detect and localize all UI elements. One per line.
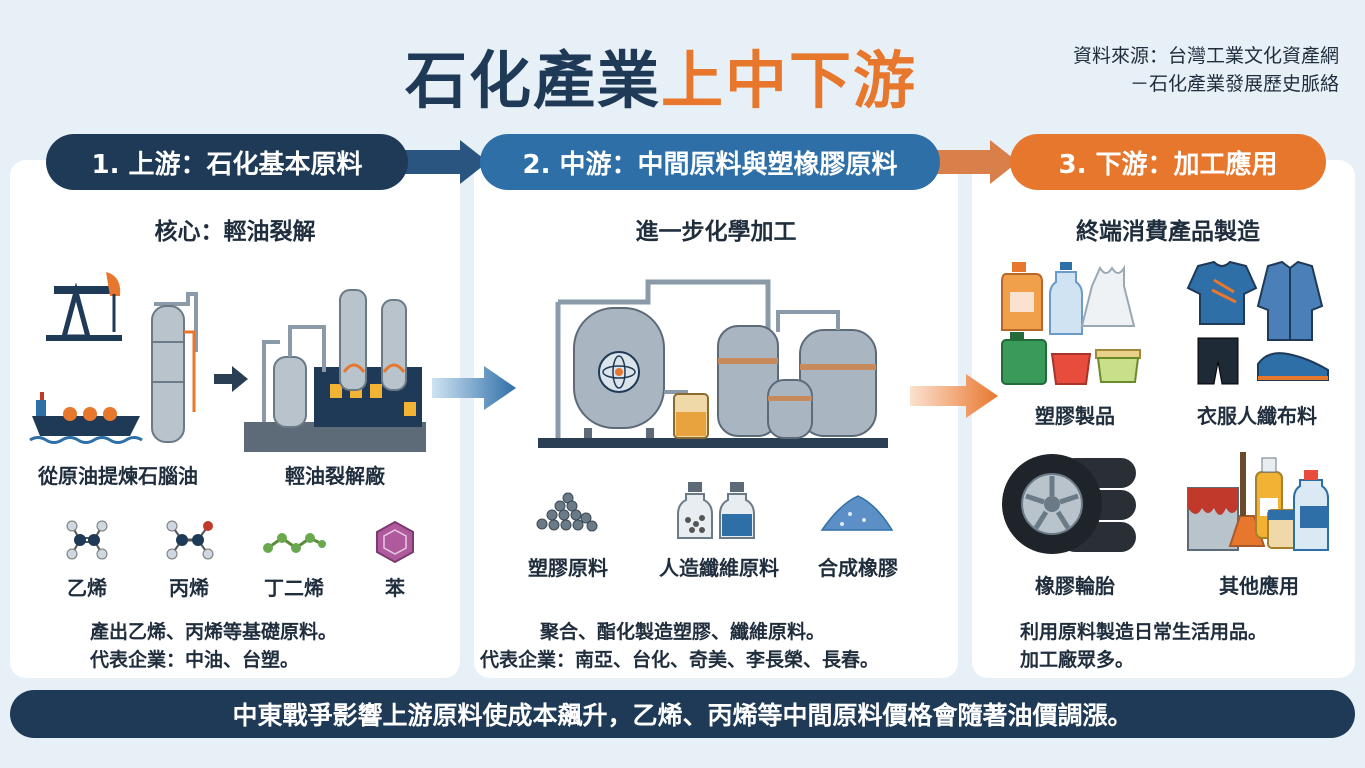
product-label-clothing: 衣服人纖布料 xyxy=(1197,404,1317,428)
downstream-subtitle: 終端消費產品製造 xyxy=(1076,219,1260,245)
clothing-icon xyxy=(1186,260,1329,385)
material-label-fiber: 人造纖維原料 xyxy=(659,556,779,580)
distillation-tower-icon xyxy=(151,292,198,443)
downstream-desc-2: 加工廠眾多。 xyxy=(1020,649,1135,671)
butadiene-molecule-icon xyxy=(263,533,326,553)
product-label-plastic: 塑膠製品 xyxy=(1035,404,1115,428)
flow-arrow-2 xyxy=(910,374,998,418)
oil-pump-icon xyxy=(46,272,122,341)
title-part2: 上中下游 xyxy=(661,44,918,117)
benzene-molecule-icon xyxy=(376,520,414,564)
synthetic-rubber-icon xyxy=(820,495,894,531)
source-line1: 資料來源：台灣工業文化資產網 xyxy=(1072,45,1339,67)
molecule-label-ethylene: 乙烯 xyxy=(67,576,107,600)
downstream-panel xyxy=(972,160,1355,678)
plastic-pellets-icon xyxy=(536,492,598,532)
downstream-header: 3. 下游：加工應用 xyxy=(1010,134,1326,190)
fiber-bottles-icon xyxy=(677,482,755,539)
molecule-label-propylene: 丙烯 xyxy=(169,576,209,600)
upstream-header: 1. 上游：石化基本原料 xyxy=(46,134,408,190)
material-label-rubber: 合成橡膠 xyxy=(818,556,898,580)
midstream-subtitle: 進一步化學加工 xyxy=(635,219,797,245)
cracker-plant-icon xyxy=(244,289,426,452)
title-part1: 石化產業 xyxy=(405,44,662,117)
propylene-molecule-icon xyxy=(166,520,214,560)
upstream-inner-arrow xyxy=(214,366,248,392)
midstream-panel xyxy=(474,160,958,678)
upstream-subtitle: 核心：輕油裂解 xyxy=(154,219,316,245)
footer-note: 中東戰爭影響上游原料使成本飆升，乙烯、丙烯等中間原料價格會隨著油價調漲。 xyxy=(10,690,1355,738)
label-extract-naphtha: 從原油提煉石腦油 xyxy=(38,464,198,488)
tires-icon xyxy=(1002,454,1136,554)
page-title: 石化產業上中下游 xyxy=(405,30,917,120)
paint-cans-icon xyxy=(1187,452,1329,551)
molecule-label-benzene: 苯 xyxy=(385,576,405,600)
midstream-header: 2. 中游：中間原料與塑橡膠原料 xyxy=(480,134,940,190)
oil-tanker-icon xyxy=(29,392,143,444)
product-label-other: 其他應用 xyxy=(1219,574,1299,598)
upstream-desc-2: 代表企業：中油、台塑。 xyxy=(90,649,300,671)
source-note: 資料來源：台灣工業文化資產網 －石化產業發展歷史脈絡 xyxy=(1073,42,1339,98)
product-label-tires: 橡膠輪胎 xyxy=(1035,574,1115,598)
ethylene-molecule-icon xyxy=(66,520,108,560)
plastic-products-icon xyxy=(1001,262,1141,385)
material-label-plastic: 塑膠原料 xyxy=(528,556,608,580)
chemical-plant-icon xyxy=(538,279,888,448)
label-cracker-plant: 輕油裂解廠 xyxy=(285,464,385,488)
midstream-desc-2: 代表企業：南亞、台化、奇美、李長榮、長春。 xyxy=(480,649,880,671)
flow-arrow-1 xyxy=(432,366,516,410)
upstream-desc-1: 產出乙烯、丙烯等基礎原料。 xyxy=(90,621,338,643)
midstream-desc-1: 聚合、酯化製造塑膠、纖維原料。 xyxy=(540,621,826,643)
molecule-label-butadiene: 丁二烯 xyxy=(264,576,324,600)
header-arrow-2 xyxy=(930,140,1018,184)
downstream-desc-1: 利用原料製造日常生活用品。 xyxy=(1020,621,1268,643)
header-arrow-1 xyxy=(400,140,488,184)
source-line2: －石化產業發展歷史脈絡 xyxy=(1129,73,1339,95)
